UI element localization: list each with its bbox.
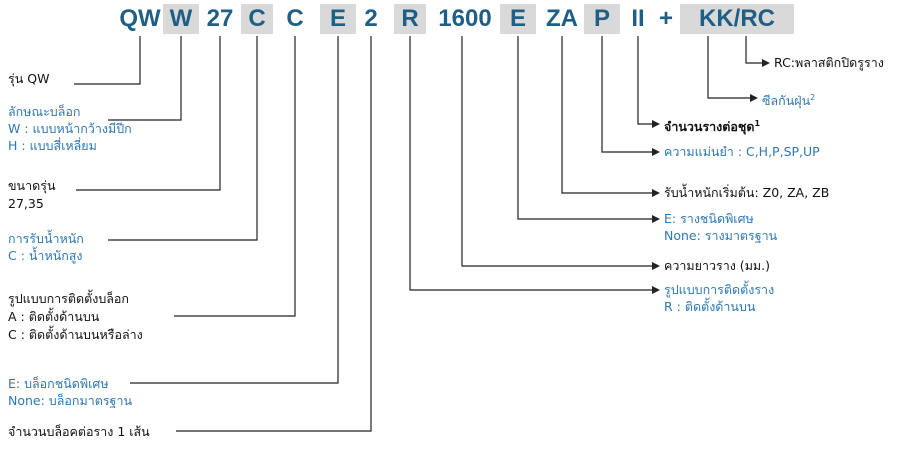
code-segment-plus: + [658,5,673,32]
label-size-title: ขนาดรุ่น [8,178,56,193]
code-segment-block-mount: C [286,5,304,32]
code-segment-rail-mount: R [394,4,426,34]
code-segment-accessories: KK/RC [680,4,794,34]
line-rail-special [517,36,654,220]
label-rails-per-set-text: จำนวนรางต่อชุด [664,119,755,135]
label-rail-cap: RC:พลาสติกปิดรูราง [774,55,884,70]
arrow-dust-seal [750,94,758,102]
line-size [76,36,221,191]
line-dust-seal [707,36,752,99]
arrow-preload [652,189,660,197]
arrow-rail-length [652,262,660,270]
line-model [74,36,141,85]
label-model: รุ่น QW [8,71,50,86]
label-preload: รับน้ำหนักเริ่มต้น: Z0, ZA, ZB [664,185,830,200]
line-rail-length [461,36,654,267]
label-load-title: การรับน้ำหนัก [8,231,84,246]
code-segment-block-special: E [320,4,356,34]
label-size-values: 27,35 [8,196,44,211]
arrow-accuracy [652,148,660,156]
label-accuracy: ความแม่นยำ : C,H,P,SP,UP [664,144,820,159]
label-block-mount-c: C : ติดตั้งด้านบนหรือล่าง [8,327,143,342]
line-accuracy [601,36,654,153]
label-rail-special-none: None: รางมาตรฐาน [664,228,778,243]
label-load-c: C : น้ำหนักสูง [8,248,83,263]
line-block-special [130,36,339,384]
label-block-mount-a: A : ติดตั้งด้านบน [8,309,100,324]
label-blocks-per-rail: จำนวนบล็อคต่อราง 1 เส้น [8,424,150,439]
line-load [108,36,258,241]
code-segment-rails-per-set: II [631,5,645,32]
label-block-special-none: None: บล็อกมาตรฐาน [8,393,133,408]
arrow-rail-mount [652,286,660,294]
label-rails-per-set-note: 1 [754,119,761,128]
label-block-special-e: E: บล็อกชนิดพิเศษ [8,376,109,391]
arrow-rail-special [652,215,660,223]
line-block-mount [174,36,296,317]
label-block-type-h: H : แบบสี่เหลี่ยม [8,138,97,153]
code-segment-model: QW [119,5,161,32]
code-segment-size: 27 [206,5,234,32]
code-segment-accuracy: P [584,4,620,34]
code-segment-block-type: W [163,4,199,34]
line-rail-mount [409,36,654,291]
arrow-rails-per-set [652,120,660,128]
label-rail-special-e: E: รางชนิดพิเศษ [664,211,754,226]
code-segment-preload: ZA [546,5,578,32]
line-rail-cap [745,36,764,64]
code-segment-rail-length: 1600 [438,5,492,32]
line-block-type [108,36,182,121]
label-block-type-title: ลักษณะบล็อก [8,104,81,119]
code-segment-load: C [241,4,273,34]
label-rail-mount-r: R : ติดตั้งด้านบน [664,299,756,314]
line-block-count [176,36,372,432]
code-segment-block-count: 2 [364,5,378,32]
label-rail-length: ความยาวราง (มม.) [664,258,771,273]
label-dust-seal-note: 2 [810,93,816,102]
label-rails-per-set: จำนวนรางต่อชุด1 [664,116,760,134]
label-block-mount-title: รูปแบบการติดตั้งบล็อก [8,291,130,306]
arrow-rail-cap [762,59,770,67]
label-dust-seal-text: ซีลกันฝุ่น [762,93,811,109]
code-segment-rail-special: E [500,4,536,34]
line-preload [561,36,654,194]
label-block-type-w: W : แบบหน้ากว้างมีปีก [8,121,132,136]
label-rail-mount-title: รูปแบบการติดตั้งราง [664,282,775,297]
label-dust-seal: ซีลกันฝุ่น2 [762,90,815,108]
line-rails-per-set [637,36,654,125]
